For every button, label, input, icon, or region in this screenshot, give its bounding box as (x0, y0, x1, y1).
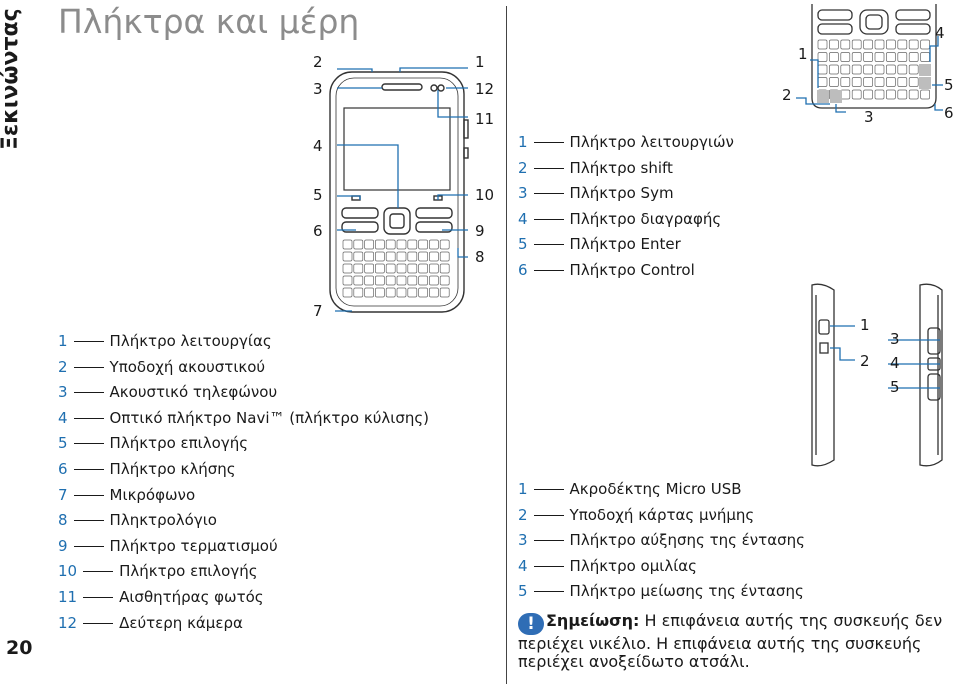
front-callout: 10 (475, 186, 495, 204)
sides-callout: 5 (890, 378, 900, 396)
keyboard-callout: 5 (944, 76, 954, 94)
front-callout: 4 (313, 137, 323, 155)
keyboard-callout: 6 (944, 104, 954, 122)
front-callout: 1 (475, 53, 485, 71)
front-callout: 6 (313, 222, 323, 240)
front-callout: 9 (475, 222, 485, 240)
section-title-vertical: Ξεκινώντας (0, 8, 23, 150)
front-callout: 5 (313, 186, 323, 204)
front-callout: 12 (475, 80, 495, 98)
sides-callout: 2 (860, 352, 870, 370)
front-callout: 2 (313, 53, 323, 71)
info-icon: ! (518, 613, 544, 635)
front-callout: 8 (475, 248, 485, 266)
keyboard-callout: 3 (864, 108, 874, 126)
sides-callout: 4 (890, 354, 900, 372)
keyboard-callout: 2 (782, 86, 792, 104)
sides-callout: 3 (890, 330, 900, 348)
front-callout: 3 (313, 80, 323, 98)
note-box: !Σημείωση: Η επιφάνεια αυτής της συσκευή… (518, 612, 948, 671)
page-number: 20 (6, 637, 33, 659)
keyboard-callout: 1 (798, 45, 808, 63)
column-divider (506, 6, 507, 684)
note-text: Η επιφάνεια αυτής της συσκευής δεν περιέ… (518, 611, 943, 671)
front-callout: 7 (313, 302, 323, 320)
keyboard-illustration (796, 4, 943, 113)
page-title: Πλήκτρα και μέρη (58, 2, 360, 41)
sides-callout: 1 (860, 316, 870, 334)
note-label: Σημείωση: (546, 611, 640, 630)
front-callout: 11 (475, 110, 495, 128)
keyboard-callout: 4 (935, 24, 945, 42)
phone-sides-illustration (811, 283, 943, 467)
phone-front-illustration (329, 67, 469, 313)
